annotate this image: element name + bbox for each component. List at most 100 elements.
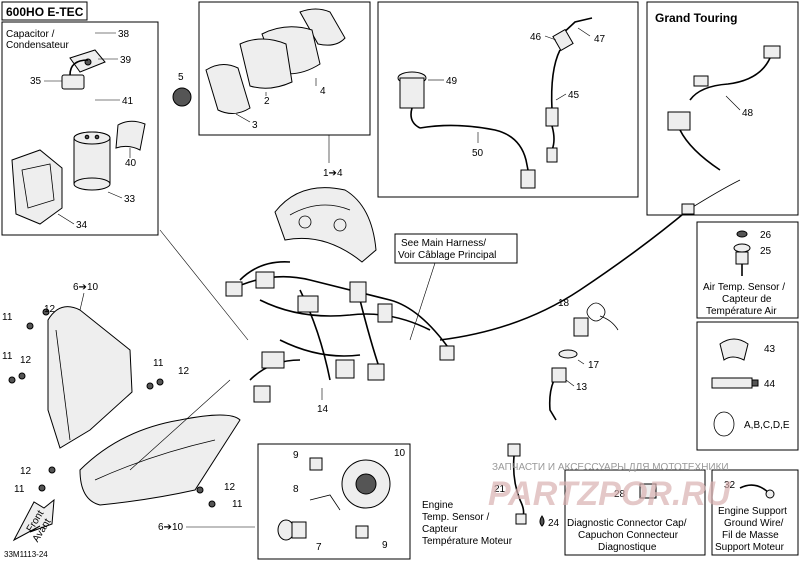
callout-11-a: 11 [2, 312, 13, 323]
bulb-socket-9b [355, 525, 369, 539]
cable-ties [713, 411, 735, 437]
figure-code: 33M1113-24 [4, 550, 48, 559]
callout-49: 49 [446, 76, 458, 87]
callout-34: 34 [76, 220, 88, 231]
grand-touring-label: Grand Touring [655, 11, 737, 25]
capacitor-holder [11, 149, 63, 225]
callout-10: 10 [394, 448, 406, 459]
callout-7: 7 [316, 542, 322, 553]
ground-wire-line4: Support Moteur [715, 542, 785, 553]
sensor-49 [397, 71, 427, 129]
headlight-housing [47, 306, 133, 449]
diag-cap-line1: Diagnostic Connector Cap/ [567, 518, 687, 529]
callout-abcde: A,B,C,D,E [744, 420, 790, 431]
air-temp-line2: Capteur de [722, 294, 772, 305]
callout-13: 13 [576, 382, 588, 393]
capacitor-label-line2: Condensateur [6, 40, 69, 51]
ground-wire-line3: Fil de Masse [722, 530, 779, 541]
instrument-cluster-assembly [274, 187, 377, 263]
callout-14: 14 [317, 404, 329, 415]
gauge-bezel-4 [299, 8, 346, 46]
air-temp-line3: Température Air [706, 306, 777, 317]
callout-12-d: 12 [20, 466, 32, 477]
capacitor-sleeve [115, 120, 146, 151]
callout-5: 5 [178, 72, 184, 83]
callout-12-b: 12 [20, 355, 32, 366]
tether-switch-assembly [548, 302, 619, 421]
watermark-logo: PARTZPOR.RU [488, 475, 732, 513]
callout-41: 41 [122, 96, 134, 107]
engine-temp-line4: Température Moteur [422, 536, 513, 547]
diagram-title: 600HO E-TEC [6, 5, 84, 19]
engine-temp-line2: Temp. Sensor / [422, 512, 489, 523]
ground-wire-line1: Engine Support [718, 506, 787, 517]
main-harness-wiring [225, 179, 741, 403]
callout-12-a: 12 [44, 304, 56, 315]
callout-44: 44 [764, 379, 776, 390]
gauge-frame [198, 1, 371, 136]
main-harness-line1: See Main Harness/ [401, 238, 486, 249]
callout-11-b: 11 [2, 351, 13, 362]
callout-6-10-top: 6➔10 [73, 282, 99, 293]
callout-43: 43 [764, 344, 776, 355]
capacitor-label-line1: Capacitor / [6, 29, 55, 40]
callout-45: 45 [568, 90, 580, 101]
ground-wire-frame [711, 469, 799, 556]
callout-38: 38 [118, 29, 130, 40]
grand-touring-harness-48 [667, 45, 781, 171]
headlight-bulb-7 [277, 519, 307, 541]
callout-24: 24 [548, 518, 560, 529]
callout-40: 40 [125, 158, 137, 169]
callout-35: 35 [30, 76, 42, 87]
headlight-lens [79, 414, 241, 506]
sensor-frame [377, 1, 639, 198]
diag-cap-part [639, 483, 657, 499]
callout-8: 8 [293, 484, 299, 495]
grease-tube-44 [711, 377, 759, 389]
ground-wire-line2: Ground Wire/ [724, 518, 784, 529]
engine-temp-sensor-21 [507, 443, 527, 525]
callout-50: 50 [472, 148, 484, 159]
gauge-knob-5 [172, 87, 192, 107]
spring-clip-8 [309, 494, 341, 511]
callout-4: 4 [320, 86, 326, 97]
bulb-frame [257, 443, 411, 560]
air-temp-frame [696, 221, 799, 319]
grand-touring-frame [646, 1, 799, 216]
air-temp-line1: Air Temp. Sensor / [703, 282, 785, 293]
callout-48: 48 [742, 108, 754, 119]
diag-cap-frame [564, 469, 706, 556]
callout-12-c: 12 [178, 366, 190, 377]
callout-32: 32 [724, 480, 736, 491]
main-harness-line2: Voir Câblage Principal [398, 250, 496, 261]
callout-28: 28 [614, 489, 626, 500]
front-direction-arrow: Front Avant [12, 498, 55, 544]
callout-2: 2 [264, 96, 270, 107]
capacitor-bracket-part [61, 49, 106, 90]
callout-12-e: 12 [224, 482, 236, 493]
callout-1-4: 1➔4 [323, 168, 343, 179]
main-harness-note-box [394, 233, 518, 264]
gauge-housing-3 [205, 64, 251, 114]
callout-11-e: 11 [232, 499, 243, 510]
callout-9-a: 9 [293, 450, 299, 461]
title-box [1, 1, 88, 21]
callout-21: 21 [494, 484, 506, 495]
callout-6-10-bottom: 6➔10 [158, 522, 184, 533]
diag-cap-line3: Diagnostique [598, 542, 657, 553]
diag-cap-line2: Capuchon Connecteur [578, 530, 679, 541]
callout-18: 18 [558, 298, 570, 309]
engine-temp-line1: Engine [422, 500, 454, 511]
watermark-line1: ЗАПЧАСТИ И АКСЕССУАРЫ ДЛЯ МОТОТЕХНИКИ [492, 462, 729, 473]
callout-3: 3 [252, 120, 258, 131]
capacitor-can [73, 131, 111, 191]
callout-11-c: 11 [153, 358, 164, 369]
capacitor-frame [1, 21, 159, 236]
callout-26: 26 [760, 230, 772, 241]
callout-9-b: 9 [382, 540, 388, 551]
callout-17: 17 [588, 360, 600, 371]
callout-33: 33 [124, 194, 136, 205]
engine-temp-line3: Capteur [422, 524, 458, 535]
callout-25: 25 [760, 246, 772, 257]
clamp-43 [719, 338, 749, 361]
